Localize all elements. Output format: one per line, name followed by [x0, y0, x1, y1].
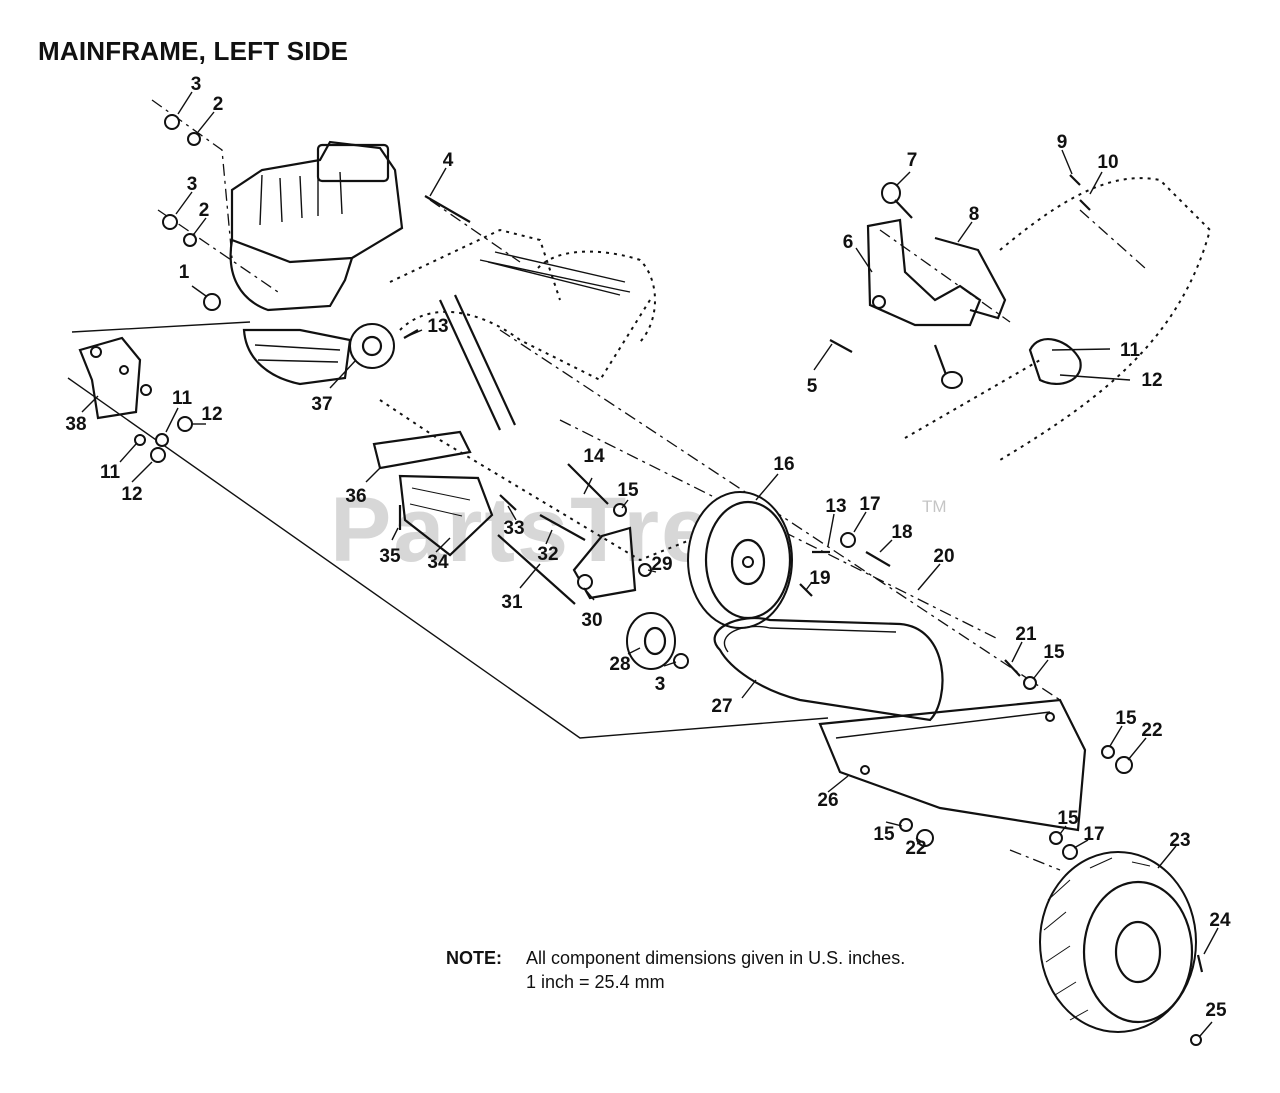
- callout-31: 31: [501, 592, 523, 613]
- wheel-tire: [1039, 851, 1197, 1033]
- callout-17: 17: [1083, 824, 1104, 845]
- callout-27: 27: [711, 696, 732, 717]
- reference-lines: [67, 99, 1146, 871]
- callout-13: 13: [427, 316, 448, 337]
- watermark-trademark: TM: [922, 497, 947, 516]
- depth-bar-assembly: [829, 174, 1091, 389]
- callout-23: 23: [1169, 830, 1190, 851]
- callout-2: 2: [199, 200, 210, 221]
- callout-30: 30: [581, 610, 602, 631]
- callout-35: 35: [379, 546, 401, 567]
- drive-pulley: [687, 491, 793, 629]
- callout-3: 3: [191, 74, 202, 95]
- callout-11: 11: [1120, 340, 1141, 361]
- callout-10: 10: [1097, 152, 1118, 173]
- callout-29: 29: [651, 554, 672, 575]
- callout-9: 9: [1057, 132, 1068, 153]
- callout-16: 16: [773, 454, 794, 475]
- callout-labels: 3 2 3 2 4 1 13 37 38 11 12 11 12 36 35 3…: [65, 74, 1231, 1021]
- note-line-1: All component dimensions given in U.S. i…: [526, 948, 906, 968]
- callout-11: 11: [172, 388, 193, 409]
- callout-8: 8: [969, 204, 980, 225]
- callout-19: 19: [809, 568, 830, 589]
- callout-6: 6: [843, 232, 854, 253]
- callout-1: 1: [179, 262, 190, 283]
- callout-12: 12: [1141, 370, 1162, 391]
- callout-24: 24: [1209, 910, 1231, 931]
- callout-38: 38: [65, 414, 86, 435]
- side-bracket: [78, 336, 142, 420]
- callout-4: 4: [443, 150, 454, 171]
- diagram-title: MAINFRAME, LEFT SIDE: [38, 36, 349, 66]
- callout-5: 5: [807, 376, 818, 397]
- callout-15: 15: [1057, 808, 1079, 829]
- callout-22: 22: [1141, 720, 1162, 741]
- idler-assembly: [572, 526, 676, 670]
- note-label: NOTE:: [446, 948, 502, 968]
- leader-lines: [81, 91, 1219, 1037]
- callout-32: 32: [537, 544, 558, 565]
- callout-22: 22: [905, 838, 926, 859]
- callout-17: 17: [859, 494, 880, 515]
- mainframe: [379, 228, 691, 562]
- callout-14: 14: [583, 446, 605, 467]
- callout-36: 36: [345, 486, 366, 507]
- callout-15: 15: [873, 824, 895, 845]
- callout-3: 3: [655, 674, 666, 695]
- dimension-note: NOTE: All component dimensions given in U…: [446, 946, 905, 994]
- callout-26: 26: [817, 790, 838, 811]
- callout-18: 18: [891, 522, 912, 543]
- note-line-2: 1 inch = 25.4 mm: [526, 972, 665, 992]
- callout-37: 37: [311, 394, 332, 415]
- callout-20: 20: [933, 546, 954, 567]
- callout-33: 33: [503, 518, 524, 539]
- callout-3: 3: [187, 174, 198, 195]
- callout-2: 2: [213, 94, 224, 115]
- shields: [372, 430, 494, 557]
- callout-15: 15: [1043, 642, 1065, 663]
- engine-assembly: [229, 140, 404, 386]
- hardware-small: [134, 114, 1204, 1046]
- callout-15: 15: [617, 480, 639, 501]
- callout-15: 15: [1115, 708, 1137, 729]
- belt-guard: [818, 698, 1087, 832]
- callout-7: 7: [907, 150, 918, 171]
- callout-34: 34: [427, 552, 449, 573]
- tine-hood: [904, 177, 1212, 461]
- callout-11: 11: [100, 462, 121, 483]
- callout-12: 12: [201, 404, 222, 425]
- callout-25: 25: [1205, 1000, 1227, 1021]
- callout-28: 28: [609, 654, 630, 675]
- callout-21: 21: [1015, 624, 1037, 645]
- drive-belt: [713, 616, 944, 722]
- callout-12: 12: [121, 484, 142, 505]
- callout-13: 13: [825, 496, 846, 517]
